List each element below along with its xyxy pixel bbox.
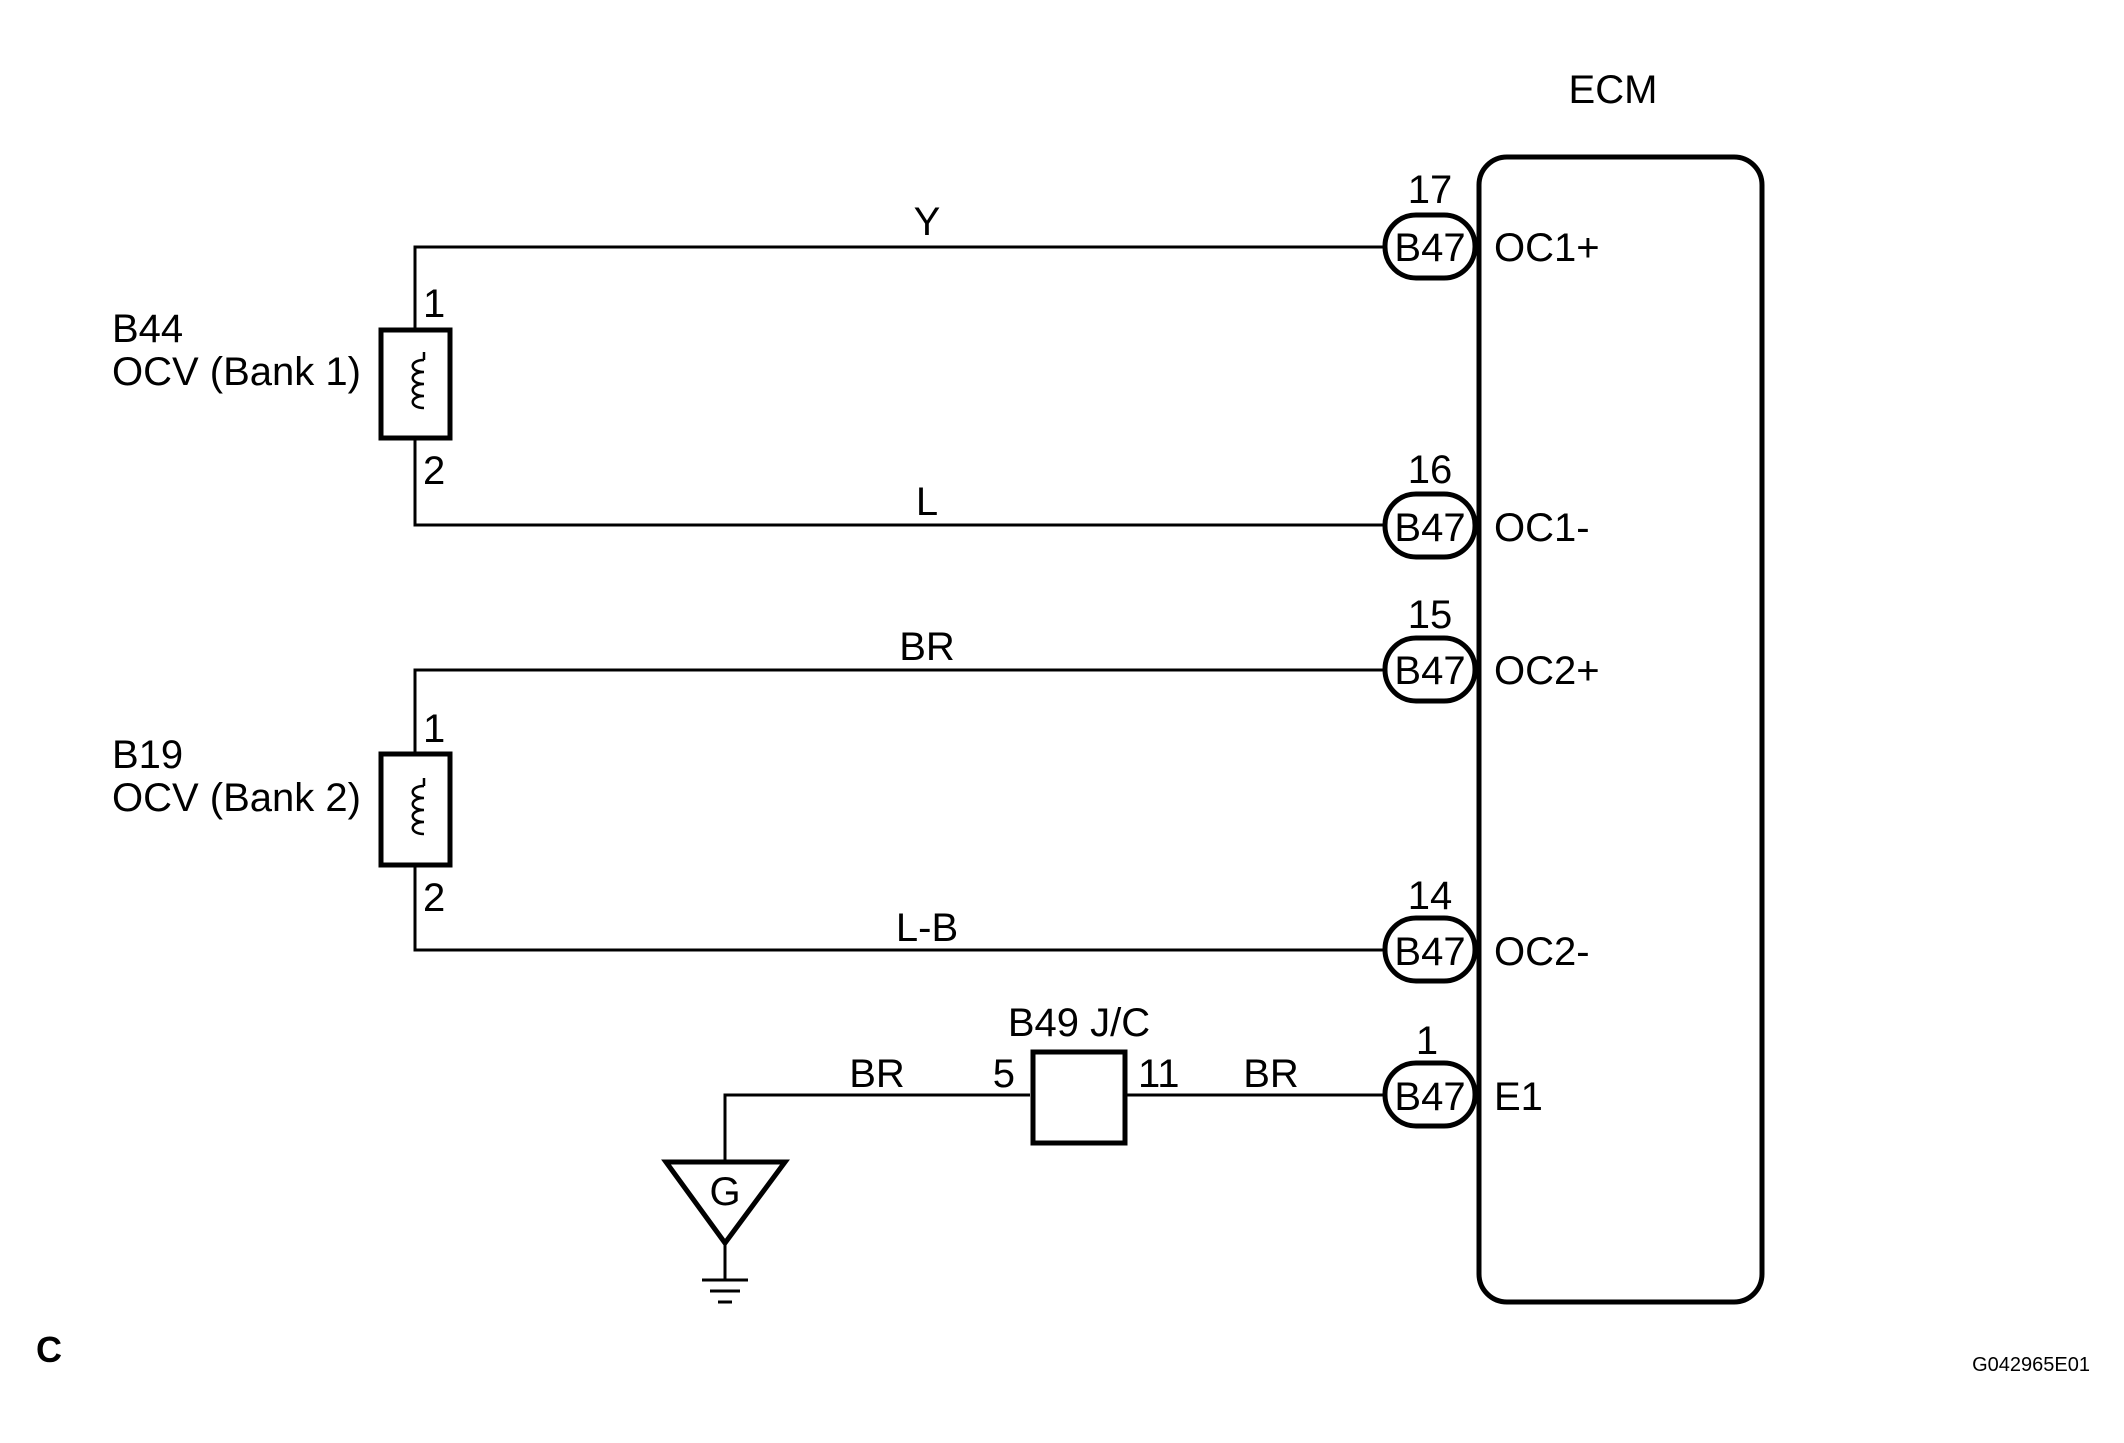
ecm-pin-14: B47 14 OC2- [1382,874,1590,984]
terminal-name: OC2- [1494,930,1590,974]
ocv2-code: B19 [112,733,183,777]
ground-point-icon [661,1159,790,1248]
ocv1-code: B44 [112,307,183,351]
pin-number: 15 [1408,593,1453,637]
ocv2-name: OCV (Bank 2) [112,776,361,820]
wire-label-ocv2-neg: L-B [896,906,958,950]
wire-ocv1-neg [413,438,1385,527]
pin-number: 16 [1408,448,1453,492]
ocv2-pin-top: 1 [423,707,445,751]
ocv1-pin-bottom: 2 [423,449,445,493]
connector-label: B47 [1394,649,1465,693]
wire-ocv2-pos [413,668,1385,754]
ecm-box [1476,154,1765,1305]
corner-letter: C [36,1329,62,1370]
wire-ocv1-pos [413,245,1385,330]
ocv1-box [378,327,453,441]
ecm-pin-17: B47 17 OC1+ [1382,168,1600,281]
wire-ground-left [723,1093,1030,1160]
wire-label-ocv2-pos: BR [899,625,955,669]
ecm-title: ECM [1569,68,1658,112]
figure-code: G042965E01 [1972,1354,2090,1376]
ground-point-label: G [709,1170,740,1214]
connector-label: B47 [1394,930,1465,974]
terminal-name: OC2+ [1494,649,1600,693]
wire-label-ocv1-neg: L [916,480,938,524]
terminal-name: OC1+ [1494,226,1600,270]
ocv1-coil-icon [411,352,426,410]
pin-number: 1 [1416,1019,1438,1063]
ecm-pin-16: B47 16 OC1- [1382,448,1590,560]
ecm-pin-15: B47 15 OC2+ [1382,593,1600,704]
terminal-name: E1 [1494,1075,1543,1119]
ecm-pin-1: B47 1 E1 [1382,1019,1543,1129]
ground-icon [702,1243,748,1304]
wire-label-ocv1-pos: Y [914,200,941,244]
connector-label: B47 [1394,1075,1465,1119]
junction-pin-right: 11 [1138,1052,1180,1096]
ocv2-coil-icon [411,778,426,836]
terminal-name: OC1- [1494,506,1590,550]
wire-label-ground-left: BR [849,1052,905,1096]
connector-oval [1382,915,1478,984]
connector-label: B47 [1394,226,1465,270]
connector-oval [1382,212,1478,281]
ocv1-pin-top: 1 [423,282,445,326]
wire-label-ground-right: BR [1243,1052,1299,1096]
pin-number: 17 [1408,168,1453,212]
junction-pin-left: 5 [993,1052,1015,1096]
junction-connector-box [1030,1049,1128,1146]
ocv1-name: OCV (Bank 1) [112,350,361,394]
pin-number: 14 [1408,874,1453,918]
wire-ocv2-neg [413,865,1385,952]
connector-oval [1382,1060,1478,1129]
connector-oval [1382,635,1478,704]
junction-connector-label: B49 J/C [1008,1001,1150,1045]
ocv2-pin-bottom: 2 [423,876,445,920]
connector-label: B47 [1394,506,1465,550]
connector-oval [1382,491,1478,560]
